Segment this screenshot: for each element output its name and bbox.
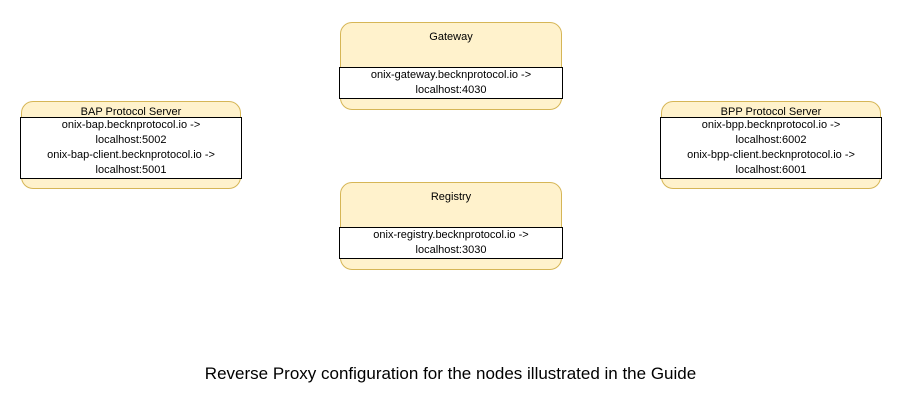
node-gateway-mapping-line: localhost:4030 xyxy=(415,84,487,96)
node-gateway-config-panel[interactable]: onix-gateway.becknprotocol.io -> localho… xyxy=(339,67,563,99)
node-bpp-mapping-line: localhost:6001 xyxy=(735,164,807,176)
node-gateway-mapping-line: onix-gateway.becknprotocol.io -> xyxy=(370,69,532,81)
node-bap-config-panel[interactable]: onix-bap.becknprotocol.io -> localhost:5… xyxy=(20,117,242,179)
node-registry-title: Registry xyxy=(430,191,472,203)
node-registry-mapping-line: onix-registry.becknprotocol.io -> xyxy=(373,229,529,241)
node-registry-mapping-line: localhost:3030 xyxy=(415,244,487,256)
node-bpp-title: BPP Protocol Server xyxy=(720,106,822,118)
node-bpp-mapping-line: localhost:6002 xyxy=(735,134,807,146)
node-bap-mapping-line: localhost:5002 xyxy=(95,134,167,146)
node-registry-config-panel[interactable]: onix-registry.becknprotocol.io -> localh… xyxy=(339,227,563,259)
node-bpp-mapping-line: onix-bpp-client.becknprotocol.io -> xyxy=(687,149,855,161)
node-bap-mapping-line: onix-bap.becknprotocol.io -> xyxy=(61,119,201,131)
node-bpp-mapping-line: onix-bpp.becknprotocol.io -> xyxy=(701,119,841,131)
node-gateway-title: Gateway xyxy=(429,31,473,43)
node-bap-mapping-line: onix-bap-client.becknprotocol.io -> xyxy=(47,149,215,161)
node-bap-title: BAP Protocol Server xyxy=(80,106,182,118)
node-bap-mapping-line: localhost:5001 xyxy=(95,164,167,176)
diagram-caption: Reverse Proxy configuration for the node… xyxy=(204,364,697,383)
node-bpp-config-panel[interactable]: onix-bpp.becknprotocol.io -> localhost:6… xyxy=(660,117,882,179)
